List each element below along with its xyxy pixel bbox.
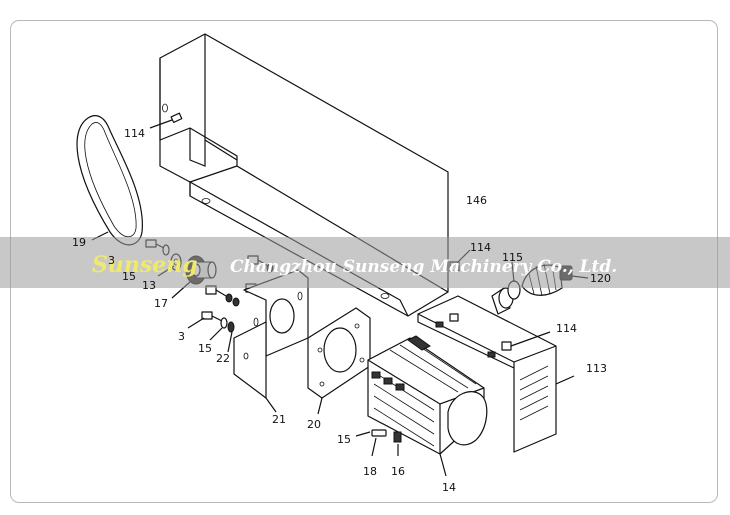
callout-3-top: 3 bbox=[108, 254, 115, 267]
callout-115: 115 bbox=[502, 251, 523, 264]
callout-18: 18 bbox=[363, 465, 377, 478]
screw-3-bottom bbox=[187, 311, 235, 353]
part-113-box bbox=[417, 295, 575, 453]
callout-20: 20 bbox=[307, 418, 321, 431]
callout-16: 16 bbox=[391, 465, 405, 478]
screw-114-right bbox=[501, 331, 551, 351]
callout-19: 19 bbox=[72, 236, 86, 249]
callout-3-bottom: 3 bbox=[178, 330, 185, 343]
callout-15-bottom: 15 bbox=[337, 433, 351, 446]
screw-114-top bbox=[149, 112, 183, 129]
callout-114-mid: 114 bbox=[470, 241, 491, 254]
callout-15-mid: 15 bbox=[198, 342, 212, 355]
callout-114-right: 114 bbox=[556, 322, 577, 335]
callout-146: 146 bbox=[466, 194, 487, 207]
callout-22: 22 bbox=[216, 352, 230, 365]
watermark-band bbox=[0, 237, 730, 288]
part-21-bracket bbox=[233, 269, 309, 413]
callout-114-top: 114 bbox=[124, 127, 145, 140]
callout-120: 120 bbox=[590, 272, 611, 285]
callout-113: 113 bbox=[586, 362, 607, 375]
part-18-key bbox=[371, 429, 387, 457]
part-14-motor bbox=[367, 335, 488, 477]
watermark: Sunseng Changzhou Sunseng Machinery Co.,… bbox=[0, 237, 730, 288]
watermark-company: Changzhou Sunseng Machinery Co., Ltd. bbox=[230, 257, 617, 277]
leader-15-bottom bbox=[355, 431, 371, 437]
callout-21: 21 bbox=[272, 413, 286, 426]
callout-labels: 114 146 19 3 15 13 17 3 15 22 21 20 114 … bbox=[72, 127, 611, 494]
part-20-plate bbox=[307, 307, 371, 415]
watermark-logo: Sunseng bbox=[92, 252, 198, 278]
callout-17: 17 bbox=[154, 297, 168, 310]
callout-15-top: 15 bbox=[122, 270, 136, 283]
callout-14: 14 bbox=[442, 481, 456, 494]
callout-13: 13 bbox=[142, 279, 156, 292]
part-16-screw bbox=[393, 431, 402, 456]
